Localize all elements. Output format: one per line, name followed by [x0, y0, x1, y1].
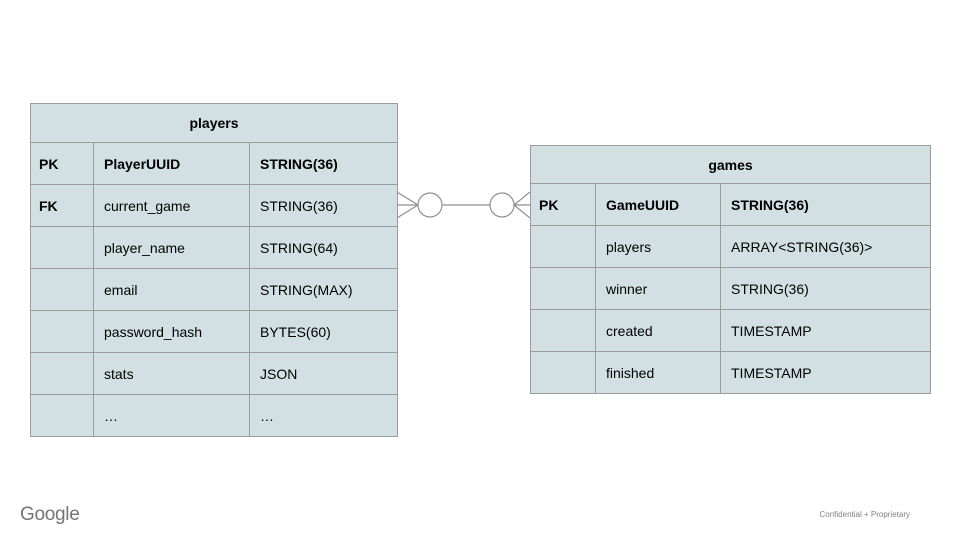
type-cell: TIMESTAMP: [719, 309, 932, 352]
google-logo: Google: [20, 504, 80, 525]
field-cell: current_game: [93, 184, 250, 227]
type-cell: …: [248, 394, 399, 437]
field-cell: stats: [93, 352, 250, 395]
field-cell: …: [93, 394, 250, 437]
table-row: created TIMESTAMP: [530, 309, 932, 352]
key-cell: [30, 226, 94, 269]
table-row: email STRING(MAX): [30, 268, 399, 311]
confidential-label: Confidential + Proprietary: [819, 510, 911, 519]
type-cell: JSON: [248, 352, 399, 395]
field-cell: created: [595, 309, 721, 352]
field-cell: GameUUID: [595, 183, 721, 226]
key-cell: [530, 267, 596, 310]
key-cell: [530, 309, 596, 352]
key-cell: PK: [530, 183, 596, 226]
table-row: PK GameUUID STRING(36): [530, 183, 932, 226]
table-row: winner STRING(36): [530, 267, 932, 310]
type-cell: STRING(36): [719, 183, 932, 226]
table-row: stats JSON: [30, 352, 399, 395]
type-cell: STRING(36): [248, 184, 399, 227]
field-cell: winner: [595, 267, 721, 310]
type-cell: STRING(MAX): [248, 268, 399, 311]
table-row: players ARRAY<STRING(36)>: [530, 225, 932, 268]
players-table-header: players: [29, 103, 399, 143]
key-cell: FK: [30, 184, 94, 227]
table-row: player_name STRING(64): [30, 226, 399, 269]
field-cell: player_name: [93, 226, 250, 269]
table-row: finished TIMESTAMP: [530, 351, 932, 394]
table-row: FK current_game STRING(36): [30, 184, 399, 227]
key-cell: [30, 352, 94, 395]
key-cell: [30, 268, 94, 311]
key-cell: [30, 394, 94, 437]
type-cell: BYTES(60): [248, 310, 399, 353]
games-table-header: games: [529, 145, 932, 184]
type-cell: STRING(36): [248, 142, 399, 185]
table-title: games: [529, 145, 932, 184]
field-cell: PlayerUUID: [93, 142, 250, 185]
key-cell: [530, 351, 596, 394]
field-cell: players: [595, 225, 721, 268]
key-cell: PK: [30, 142, 94, 185]
type-cell: STRING(64): [248, 226, 399, 269]
table-title: players: [29, 103, 399, 143]
key-cell: [30, 310, 94, 353]
games-table: games PK GameUUID STRING(36) players ARR…: [529, 145, 932, 394]
type-cell: TIMESTAMP: [719, 351, 932, 394]
key-cell: [530, 225, 596, 268]
field-cell: finished: [595, 351, 721, 394]
type-cell: ARRAY<STRING(36)>: [719, 225, 932, 268]
crows-foot-left-icon: [397, 191, 419, 219]
zero-circle-left-icon: [417, 192, 443, 218]
field-cell: password_hash: [93, 310, 250, 353]
crows-foot-right-icon: [513, 191, 530, 219]
field-cell: email: [93, 268, 250, 311]
table-row: PK PlayerUUID STRING(36): [30, 142, 399, 185]
relationship-connector: [397, 191, 530, 219]
type-cell: STRING(36): [719, 267, 932, 310]
zero-circle-right-icon: [489, 192, 515, 218]
table-row: password_hash BYTES(60): [30, 310, 399, 353]
table-row: … …: [30, 394, 399, 437]
players-table: players PK PlayerUUID STRING(36) FK curr…: [29, 103, 399, 437]
